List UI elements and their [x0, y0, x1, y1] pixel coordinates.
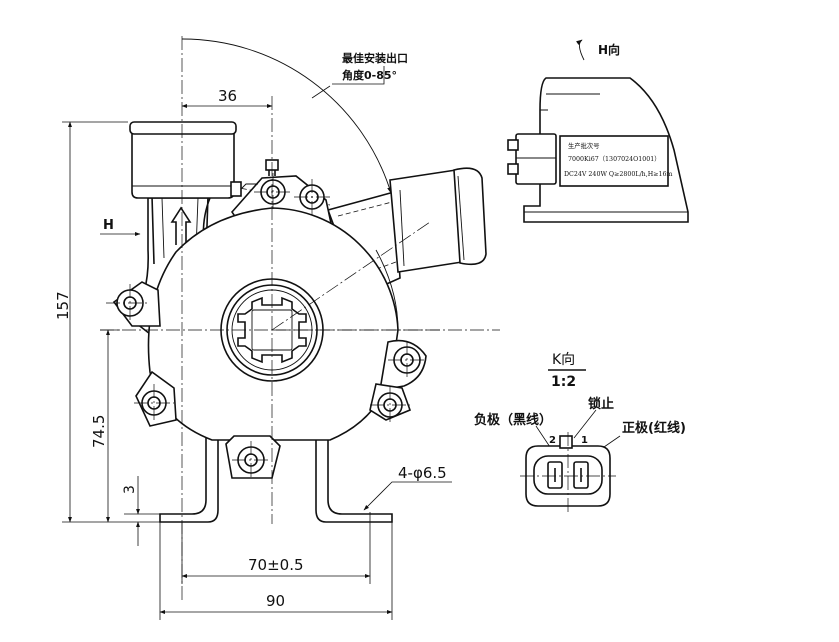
- dim-70: 70±0.5: [248, 556, 304, 574]
- lock-label: 锁止: [588, 396, 614, 412]
- outlet-angle-note-2: 角度0-85°: [342, 68, 397, 82]
- main-front-view: 36 157 74.5 3 70±0.5 90 4-φ6.5 H 最佳安装出口 …: [54, 36, 500, 620]
- k-view: K向 1:2 负极（黑线） 锁止 正极(红线) 2 1: [474, 352, 686, 512]
- dim-36: 36: [218, 87, 237, 105]
- inlet-cup-rim: [129, 121, 237, 135]
- negative-terminal-label: 负极（黑线）: [474, 412, 552, 428]
- nameplate-line-2: 7000Ki67（1307024O1001）: [568, 156, 661, 163]
- outlet-pipe-cap: [453, 167, 487, 266]
- k-view-label: K向: [552, 352, 575, 368]
- dim-90: 90: [266, 592, 285, 610]
- inlet-cup: [131, 131, 235, 199]
- dim-hole-spec: 4-φ6.5: [398, 464, 447, 482]
- h-view-connector: [515, 133, 557, 185]
- left-bracket-leg: [159, 429, 219, 523]
- dim-74-5: 74.5: [90, 415, 108, 448]
- h-view-label: H向: [598, 42, 620, 57]
- k-view-lock-tab: [559, 435, 573, 449]
- k-view-scale: 1:2: [551, 374, 576, 390]
- positive-terminal-label: 正极(红线): [622, 420, 686, 436]
- pin-1-label: 1: [581, 435, 588, 446]
- dim-3: 3: [122, 485, 138, 494]
- pin-2-label: 2: [549, 435, 556, 446]
- motor-hub-spline: [237, 296, 307, 364]
- h-view-arrow: [576, 39, 585, 61]
- h-marker: H: [103, 218, 114, 233]
- right-bracket-leg: [315, 429, 393, 523]
- h-view: H向 生产批次号 7000Ki67（1307024O1001） DC24V 24…: [507, 39, 689, 223]
- outlet-angle-note-1: 最佳安装出口: [342, 51, 408, 65]
- dim-157: 157: [54, 291, 72, 320]
- flow-direction-arrow: [170, 206, 192, 245]
- nameplate-line-3: DC24V 240W Q≥2800L/h,H≥16m: [564, 171, 673, 178]
- nameplate-line-1: 生产批次号: [568, 141, 599, 150]
- nameplate: [559, 135, 669, 187]
- outlet-angle-arc: [181, 38, 392, 194]
- outlet-pipe: [389, 169, 463, 273]
